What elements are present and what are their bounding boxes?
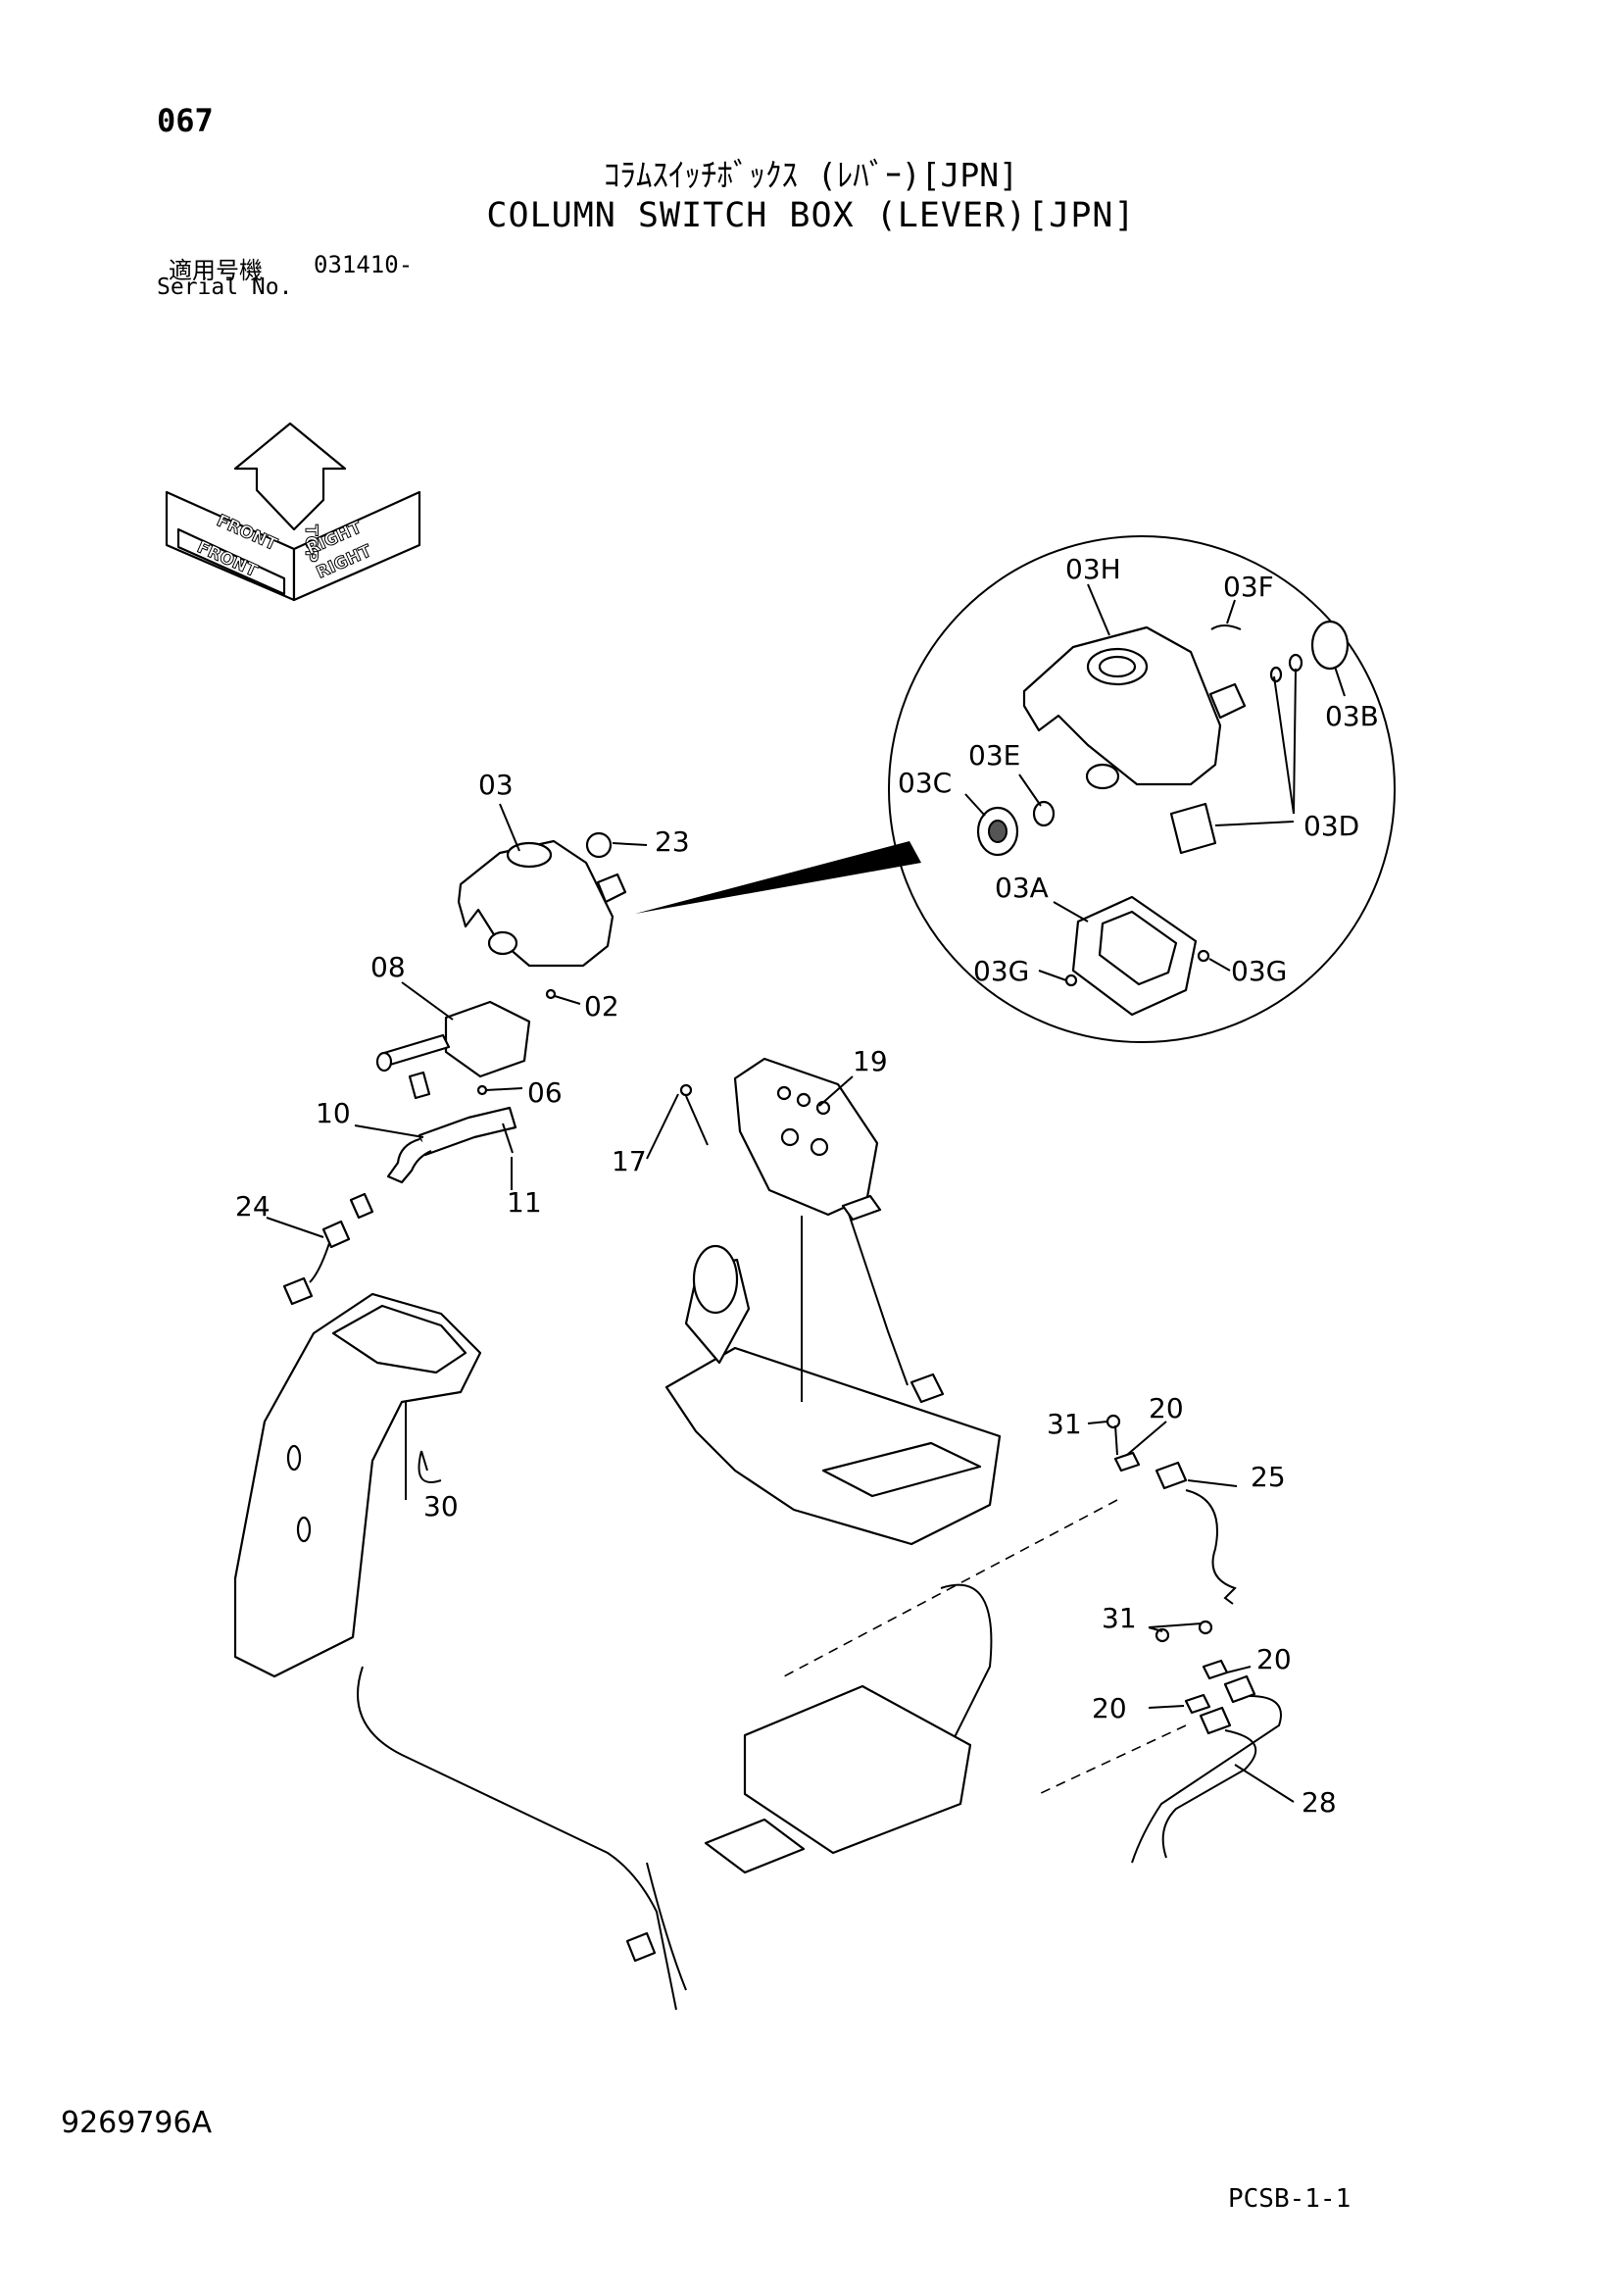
part-19-switch-box (679, 1057, 945, 1404)
part-25-connector (1155, 1461, 1188, 1490)
callout-02: 02 (584, 990, 619, 1023)
callout-03A: 03A (995, 872, 1049, 904)
callout-03B: 03B (1325, 700, 1379, 732)
leader-lines (266, 803, 1295, 1803)
part-03D-connector (1169, 802, 1217, 855)
callout-23: 23 (655, 825, 690, 858)
orientation-top-label: TOP (301, 524, 320, 563)
callout-11: 11 (507, 1186, 542, 1219)
callout-06: 06 (527, 1076, 563, 1109)
callout-24: 24 (235, 1190, 270, 1223)
callout-31-mid: 31 (1102, 1602, 1137, 1634)
callout-03E: 03E (968, 739, 1020, 772)
callout-03G-left: 03G (973, 955, 1029, 987)
callout-20-low: 20 (1092, 1692, 1127, 1724)
part-03B-knob (1310, 620, 1350, 671)
wiring-harness (357, 1583, 993, 2011)
part-03E-plug (1032, 800, 1056, 827)
callout-03: 03 (478, 769, 514, 801)
part-31-bolt-mid-2 (1198, 1620, 1213, 1635)
part-03H-housing (1022, 625, 1222, 786)
callout-03H: 03H (1065, 553, 1121, 585)
serial-label-english: Serial No. (157, 275, 293, 300)
callout-08: 08 (370, 951, 406, 983)
callout-31-top: 31 (1047, 1408, 1082, 1440)
callout-28: 28 (1302, 1786, 1337, 1819)
drawing-number: 9269796A (61, 2106, 213, 2140)
part-17-screw (679, 1083, 693, 1097)
part-31-bolt-top (1106, 1414, 1121, 1429)
orientation-indicator: FRONT FRONT TOP RIGHT RIGHT (165, 422, 421, 602)
detail-pointer (635, 841, 921, 914)
control-console (664, 1216, 1002, 1546)
callout-17: 17 (612, 1145, 647, 1177)
callout-03D: 03D (1303, 810, 1359, 842)
callout-10: 10 (316, 1097, 351, 1129)
part-06-screw (476, 1084, 488, 1096)
callout-03F: 03F (1223, 571, 1274, 603)
part-31-bolt-mid-1 (1155, 1627, 1170, 1643)
detail-circle (888, 535, 1396, 1043)
callout-20-top: 20 (1149, 1392, 1184, 1424)
part-02-screw (545, 988, 557, 1000)
part-20-connector-low (1184, 1693, 1211, 1715)
callout-25: 25 (1251, 1461, 1286, 1493)
part-24-harness (282, 1220, 351, 1306)
part-03F-clip (1210, 624, 1242, 630)
callout-03G-right: 03G (1231, 955, 1287, 987)
callout-19: 19 (853, 1045, 888, 1077)
part-03G-screw-left (1064, 973, 1078, 987)
serial-range: 031410- (314, 251, 414, 278)
part-03G-screw-right (1197, 949, 1210, 963)
callout-20-mid: 20 (1256, 1643, 1292, 1675)
title-english: COLUMN SWITCH BOX (LEVER)[JPN] (486, 196, 1136, 235)
page-number: 067 (157, 102, 214, 139)
title-japanese: ｺﾗﾑｽｲｯﾁﾎﾞｯｸｽ (ﾚﾊﾞｰ)[JPN] (604, 156, 1018, 194)
part-20-connector-mid (1202, 1659, 1229, 1680)
part-10-switch-assy (349, 1106, 517, 1220)
serial-label-japanese: 適用号機 (169, 257, 263, 284)
sheet-code: PCSB-1-1 (1228, 2184, 1352, 2214)
callout-03C: 03C (898, 767, 952, 799)
part-08-lever-switch (375, 1000, 531, 1100)
callout-30: 30 (423, 1490, 459, 1522)
part-20-connector-top (1113, 1451, 1141, 1472)
part-03-column-switch (457, 831, 627, 1000)
left-column (233, 1292, 482, 1678)
detail-view: 03H 03F 03B 03E 03C 03D 03A 03G 03G (635, 535, 1396, 1043)
